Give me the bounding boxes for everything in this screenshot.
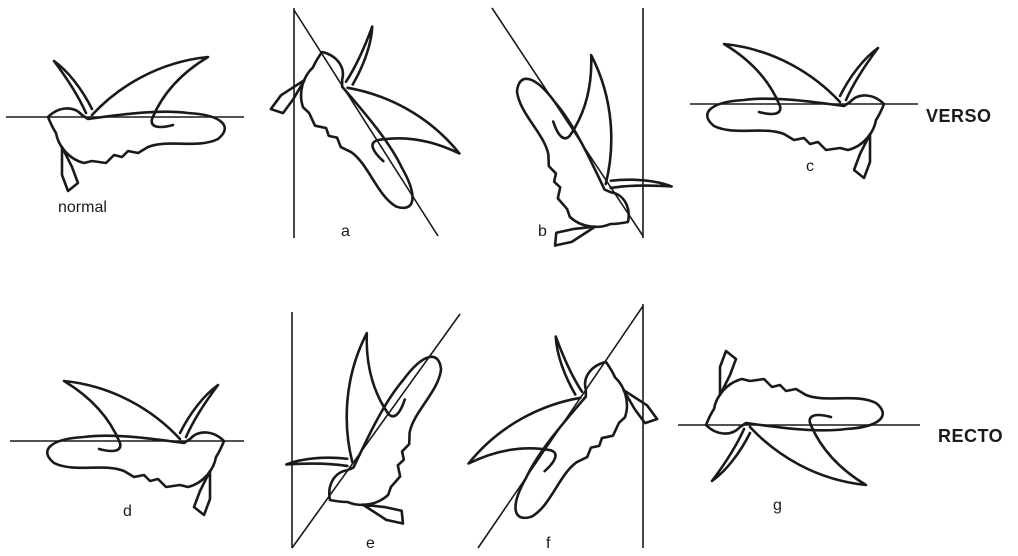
label-b: b — [538, 223, 547, 240]
diagonal-line — [492, 8, 643, 236]
bird-outline — [470, 41, 679, 262]
panel-f: f — [459, 304, 668, 552]
label-f: f — [546, 535, 551, 552]
label-g: g — [773, 497, 782, 514]
bird-outline — [48, 57, 225, 191]
panel-c: c VERSO — [690, 44, 992, 178]
bird-outline — [280, 319, 489, 540]
recto-label: RECTO — [938, 426, 1003, 446]
bird-outline — [47, 381, 224, 515]
panel-d: d — [10, 381, 244, 520]
panel-normal: normal — [6, 57, 244, 216]
panel-b: b — [470, 8, 679, 262]
bird-outline — [459, 329, 668, 550]
label-normal: normal — [58, 199, 107, 216]
panel-g: g RECTO — [678, 351, 1003, 514]
label-c: c — [806, 158, 814, 175]
bird-outline — [260, 19, 469, 240]
bird-outline — [706, 351, 883, 485]
panel-a: a — [260, 8, 469, 241]
verso-label: VERSO — [926, 106, 992, 126]
panel-e: e — [280, 312, 489, 552]
label-e: e — [366, 535, 375, 552]
bird-outline — [707, 44, 884, 178]
label-d: d — [123, 503, 132, 520]
label-a: a — [341, 223, 350, 240]
